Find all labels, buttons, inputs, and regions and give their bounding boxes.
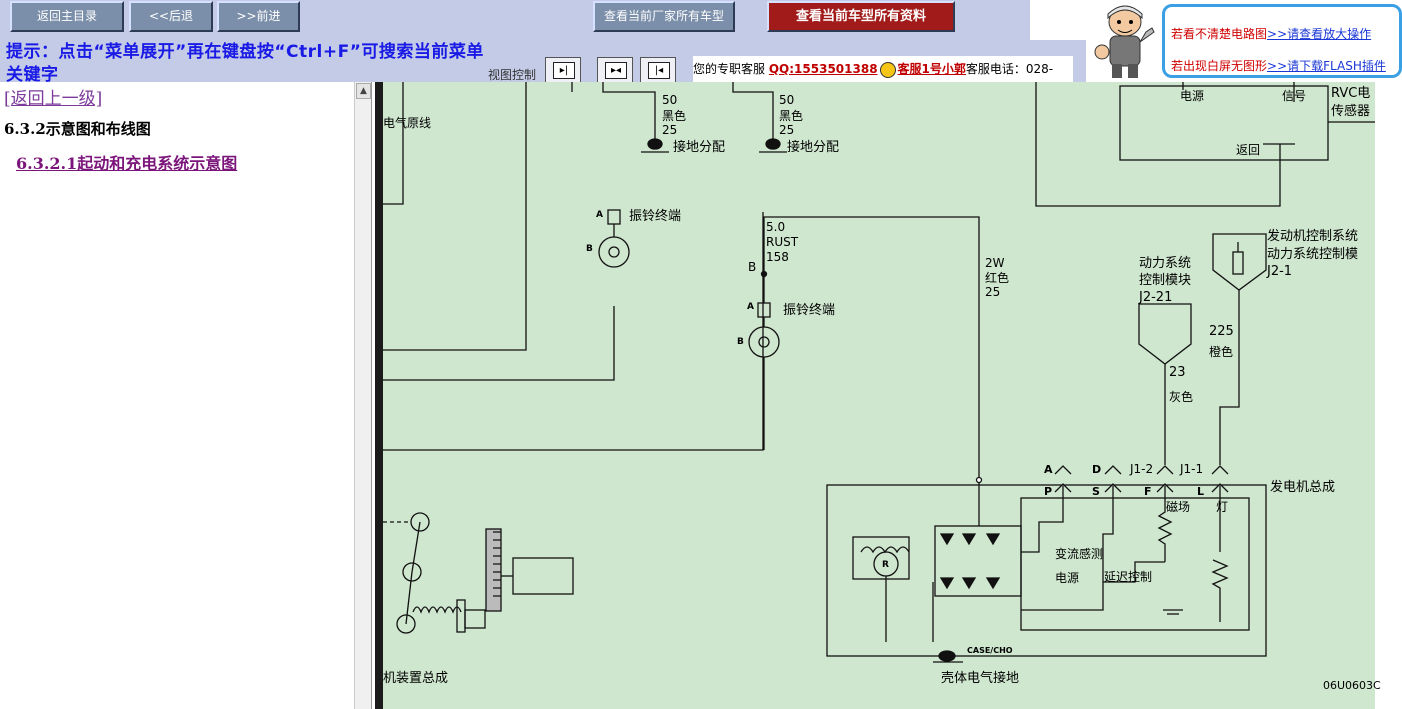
all-models-button[interactable]: 查看当前厂家所有车型 (593, 1, 735, 32)
black-b: 黑色 (779, 109, 804, 123)
case-ground-label: CASE/CHO (967, 646, 1013, 655)
panel-splitter[interactable] (375, 82, 383, 709)
pin-l-label: L (1197, 485, 1205, 498)
wire-158: 158 (766, 250, 789, 264)
bell-terminal-1: 振铃终端 (629, 209, 682, 224)
orange-color: 橙色 (1209, 345, 1234, 359)
pin-p-label: P (1044, 485, 1053, 498)
forward-button[interactable]: >>前进 (217, 1, 300, 32)
ecm-label-1: 发动机控制系统 (1267, 229, 1359, 244)
gen-power-label: 电源 (1055, 571, 1080, 585)
bell1-pin-b: B (586, 244, 593, 254)
pin-j1-2: J1-2 (1130, 462, 1154, 476)
schematic-lines (383, 82, 1375, 663)
wire-50-b: 50 (779, 93, 795, 107)
wire-25-a: 25 (662, 123, 678, 137)
view-right-panel-button[interactable]: ▸| (545, 57, 581, 83)
black-a: 黑色 (662, 109, 687, 123)
view-left-panel-button[interactable]: |◂ (640, 57, 676, 83)
agent-link[interactable]: 客服1号小郭 (897, 62, 966, 76)
ecm-pin: J2-1 (1267, 264, 1293, 279)
help-box: 若看不清楚电路图>>请查看放大操作 若出现白屏无图形>>请下载FLASH插件 (1162, 4, 1402, 78)
flash-hint: 若出现白屏无图形 (1171, 59, 1268, 73)
qq-link[interactable]: QQ:1553501388 (768, 62, 878, 76)
mechanic-mascot-icon (1094, 5, 1155, 78)
help-banner: 若看不清楚电路图>>请查看放大操作 若出现白屏无图形>>请下载FLASH插件 (1086, 0, 1402, 82)
service-bar: 您的专职客服 QQ:1553501388 客服1号小郭客服电话：028- (693, 56, 1073, 82)
pin-s-label: S (1092, 485, 1100, 498)
pin-j1-1: J1-1 (1180, 462, 1204, 476)
ac-sense-label: 变流感测 (1055, 547, 1104, 561)
flash-download-link[interactable]: >>请下载FLASH插件 (1267, 59, 1386, 73)
pcm-label-2: 控制模块 (1139, 273, 1192, 288)
bell1-pin-a: A (596, 210, 603, 220)
all-docs-button[interactable]: 查看当前车型所有资料 (767, 1, 955, 32)
wire-25-c: 25 (985, 285, 1001, 299)
pcm-label-1: 动力系统 (1139, 256, 1192, 271)
back-up-link[interactable]: [返回上一级] (4, 89, 103, 109)
top-toolbar: 返回主目录 <<后退 >>前进 查看当前厂家所有车型 查看当前车型所有资料 (0, 0, 1030, 40)
view-split-button[interactable]: ▸◂ (597, 57, 633, 83)
wire-5-0: 5.0 (766, 220, 786, 234)
back-button[interactable]: <<后退 (129, 1, 213, 32)
scroll-up-icon[interactable]: ▲ (356, 83, 371, 99)
search-hint: 提示：点击“菜单展开”再在键盘按“Ctrl+F”可搜索当前菜单关键字 (6, 42, 484, 85)
wire-225: 225 (1209, 324, 1234, 339)
qq-penguin-icon[interactable] (879, 61, 896, 78)
red-color: 红色 (985, 271, 1010, 285)
wire-50-a: 50 (662, 93, 678, 107)
original-wire-label: 电气原线 (383, 116, 432, 130)
delay-control-label: 延迟控制 (1104, 570, 1153, 584)
expand-left-icon: |◂ (648, 62, 670, 79)
zoom-help-link[interactable]: >>请查看放大操作 (1267, 27, 1372, 41)
starter-assembly-label: 机装置总成 (383, 671, 449, 686)
menu-panel: [返回上一级] 6.3.2示意图和布线图 6.3.2.1起动和充电系统示意图 ▲ (0, 82, 372, 709)
rvc-label: RVC电 (1331, 86, 1371, 101)
bell2-pin-b: B (737, 337, 744, 347)
pin-f-label: F (1144, 485, 1152, 498)
ground-distribution-a: 接地分配 (673, 140, 726, 155)
wire-2w: 2W (985, 256, 1005, 270)
gray-color: 灰色 (1169, 390, 1194, 404)
generator-label: 发电机总成 (1270, 480, 1336, 495)
connector-b: B (748, 260, 757, 274)
view-control-label: 视图控制 (488, 68, 537, 82)
zoom-hint: 若看不清楚电路图 (1171, 27, 1268, 41)
menu-scrollbar[interactable]: ▲ (354, 82, 371, 709)
menu-section-title: 6.3.2示意图和布线图 (4, 120, 151, 138)
ground-distribution-b: 接地分配 (787, 140, 840, 155)
body-ground-label: 壳体电气接地 (941, 671, 1020, 686)
lamp-label: 灯 (1216, 500, 1229, 514)
pcm-pin: J2-21 (1139, 290, 1173, 305)
home-button[interactable]: 返回主目录 (10, 1, 124, 32)
service-prefix: 您的专职客服 (693, 62, 766, 76)
sensor-label: 传感器 (1331, 104, 1371, 119)
pin-a-label: A (1044, 463, 1053, 476)
rvc-return: 返回 (1236, 143, 1261, 157)
split-view-icon: ▸◂ (605, 62, 627, 79)
rvc-power: 电源 (1180, 89, 1205, 103)
expand-right-icon: ▸| (553, 62, 575, 79)
pin-d-label: D (1092, 463, 1102, 476)
bell-terminal-2: 振铃终端 (783, 303, 836, 318)
wire-25-b: 25 (779, 123, 795, 137)
rust-color: RUST (766, 235, 799, 249)
menu-item-starting-charging[interactable]: 6.3.2.1起动和充电系统示意图 (16, 154, 238, 173)
wire-23: 23 (1169, 365, 1186, 380)
rvc-signal: 信号 (1282, 89, 1307, 103)
phone-label: 客服电话：028- (965, 62, 1054, 76)
wiring-diagram: 电气原线 50 黑色 25 接地分配 50 黑色 25 接地分配 振铃终端 A … (383, 82, 1381, 709)
field-label: 磁场 (1166, 500, 1191, 514)
ecm-label-2: 动力系统控制模 (1267, 247, 1359, 262)
rotor-label: R (882, 560, 889, 570)
bell2-pin-a: A (747, 302, 754, 312)
diagram-code: 06U0603C (1323, 679, 1381, 692)
